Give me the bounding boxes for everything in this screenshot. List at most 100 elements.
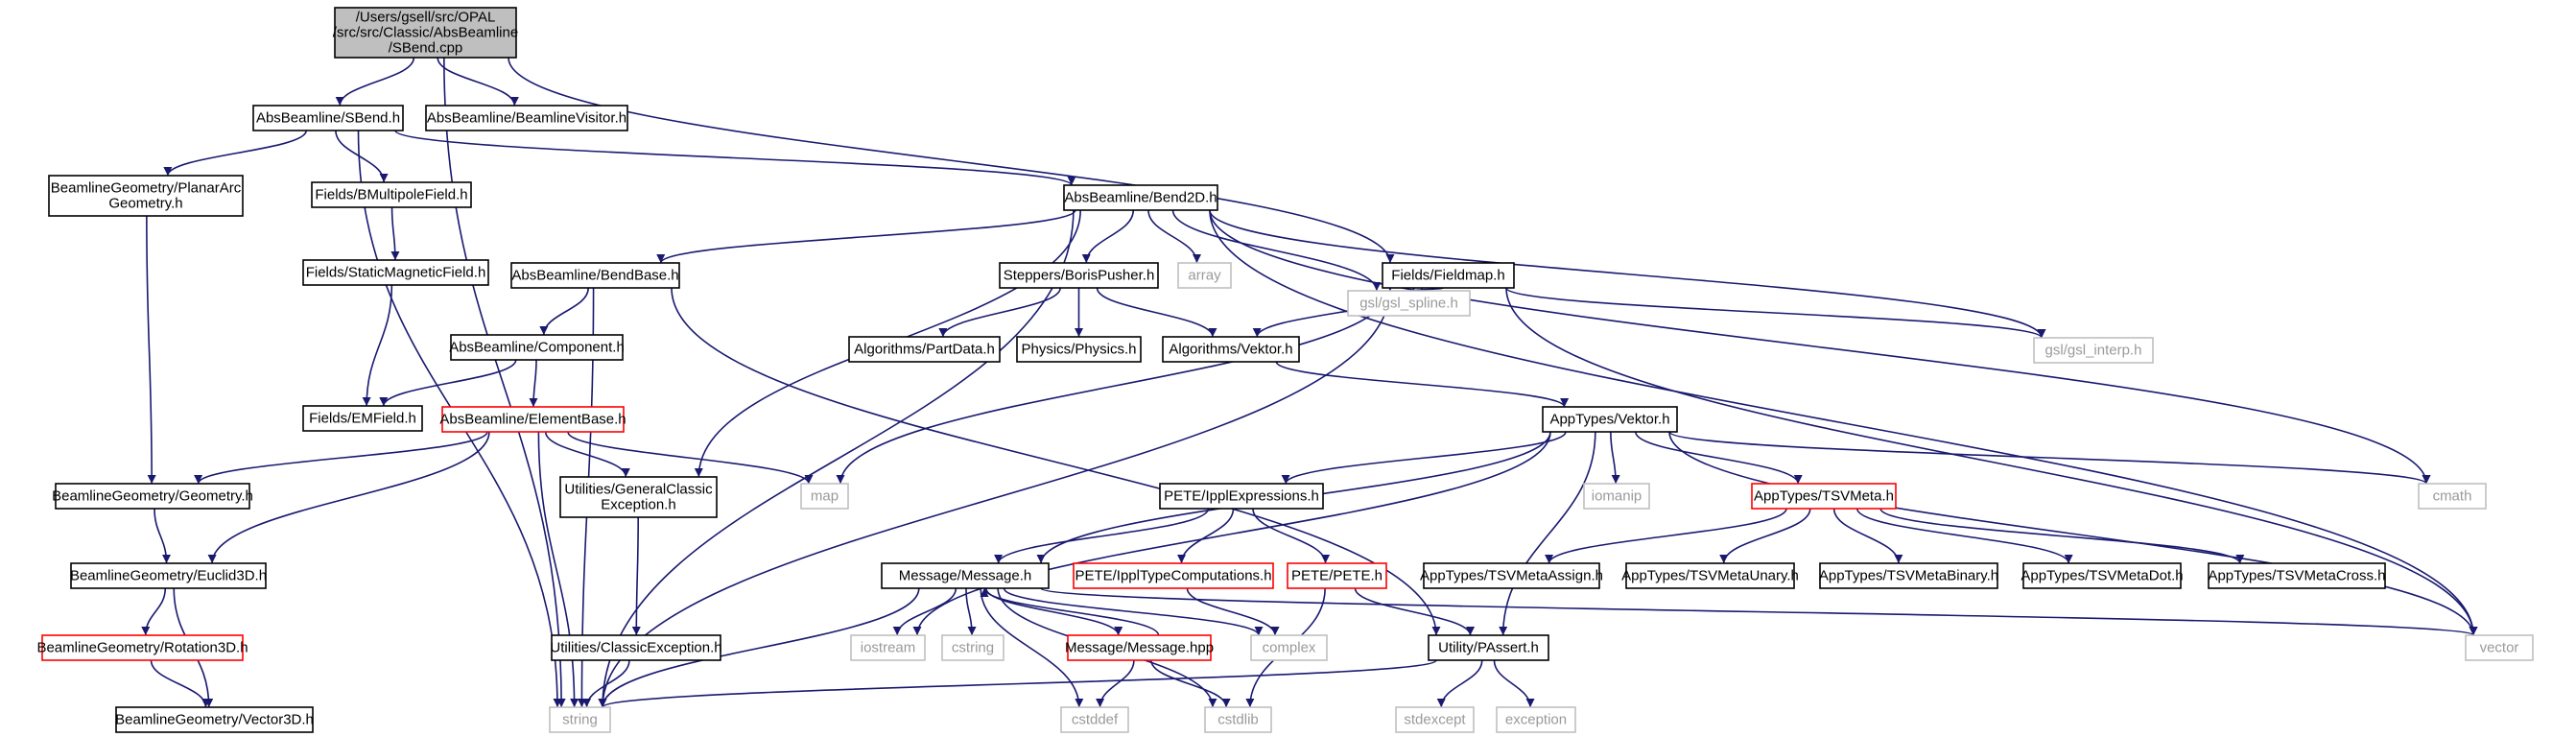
node-component-h[interactable]: AbsBeamline/Component.h	[449, 334, 625, 361]
node-partdata-h[interactable]: Algorithms/PartData.h	[848, 336, 1001, 363]
node-string[interactable]: string	[549, 706, 611, 733]
node-visitor-h[interactable]: AbsBeamline/BeamlineVisitor.h	[425, 105, 628, 131]
node-label: cstring	[952, 640, 994, 656]
node-sbend-h[interactable]: AbsBeamline/SBend.h	[252, 105, 404, 131]
node-borispusher-h[interactable]: Steppers/BorisPusher.h	[999, 262, 1159, 289]
node-box	[450, 334, 624, 361]
node-label: /src/src/Classic/AbsBeamline	[333, 25, 518, 41]
node-pete-h[interactable]: PETE/PETE.h	[1287, 562, 1387, 589]
node-box	[1063, 184, 1218, 211]
node-label: Algorithms/Vektor.h	[1169, 342, 1292, 358]
edge-component-h-to-elementbase-h	[529, 359, 538, 408]
node-label: AbsBeamline/Component.h	[449, 340, 625, 356]
node-cstddef[interactable]: cstddef	[1060, 706, 1129, 733]
edge-planararc-h-to-geometry-h	[146, 215, 156, 485]
node-apptypesvektor-h[interactable]: AppTypes/Vektor.h	[1542, 406, 1678, 433]
node-map[interactable]: map	[800, 483, 849, 510]
edge-root-to-sbend-h	[335, 57, 415, 107]
node-vector3d-h[interactable]: BeamlineGeometry/Vector3D.h	[115, 706, 314, 733]
node-box	[252, 105, 404, 131]
node-gsl-interp[interactable]: gsl/gsl_interp.h	[2033, 337, 2154, 364]
node-iostream[interactable]: iostream	[850, 634, 926, 661]
node-box	[1073, 562, 1274, 589]
edge-message-h-to-cstring	[965, 587, 977, 636]
node-box	[115, 706, 314, 733]
node-label: PETE/IpplTypeComputations.h	[1075, 568, 1271, 584]
node-cstdlib[interactable]: cstdlib	[1204, 706, 1272, 733]
edge-apptypesvektor-h-to-iomanip	[1610, 431, 1620, 485]
node-gsl-spline[interactable]: gsl/gsl_spline.h	[1347, 290, 1471, 317]
edge-rotation3d-h-to-vector3d-h	[150, 659, 210, 708]
node-label: Algorithms/PartData.h	[854, 342, 995, 358]
node-cstring[interactable]: cstring	[941, 634, 1004, 661]
node-elementbase-h[interactable]: AbsBeamline/ElementBase.h	[439, 406, 626, 433]
node-box	[999, 262, 1159, 289]
edge-classicexc-h-to-string	[582, 659, 630, 708]
node-box	[1016, 336, 1142, 363]
node-label: BeamlineGeometry/Rotation3D.h	[36, 640, 248, 656]
node-exception[interactable]: exception	[1496, 706, 1576, 733]
edge-elementbase-h-to-string	[537, 431, 579, 708]
node-box	[48, 175, 244, 217]
node-stdexcept[interactable]: stdexcept	[1395, 706, 1475, 733]
node-staticmag-h[interactable]: Fields/StaticMagneticField.h	[302, 259, 489, 286]
node-vector[interactable]: vector	[2465, 634, 2534, 661]
edge-passert-h-to-string	[598, 659, 1437, 708]
node-euclid3d-h[interactable]: BeamlineGeometry/Euclid3D.h	[70, 562, 267, 589]
node-passert-h[interactable]: Utility/PAssert.h	[1428, 634, 1549, 661]
node-ippltypecomp-h[interactable]: PETE/IpplTypeComputations.h	[1073, 562, 1274, 589]
node-tsvdot-h[interactable]: AppTypes/TSVMetaDot.h	[2021, 562, 2184, 589]
node-ipplexpr-h[interactable]: PETE/IpplExpressions.h	[1159, 483, 1324, 510]
node-bendbase-h[interactable]: AbsBeamline/BendBase.h	[510, 262, 680, 289]
node-iomanip[interactable]: iomanip	[1583, 483, 1650, 510]
node-rotation3d-h[interactable]: BeamlineGeometry/Rotation3D.h	[36, 634, 248, 661]
edge-bend2d-h-to-cmath	[1209, 209, 2431, 485]
edge-tsvmeta-h-to-tsvbinary-h	[1832, 508, 1903, 564]
node-box	[559, 476, 718, 518]
node-tsvassign-h[interactable]: AppTypes/TSVMetaAssign.h	[1420, 562, 1603, 589]
node-array[interactable]: array	[1177, 262, 1232, 289]
node-label: AbsBeamline/SBend.h	[256, 110, 400, 127]
node-label: AbsBeamline/ElementBase.h	[439, 412, 626, 428]
node-label: AppTypes/TSVMetaAssign.h	[1420, 568, 1603, 584]
node-root[interactable]: /Users/gsell/src/OPAL/src/src/Classic/Ab…	[333, 7, 518, 59]
node-label: AbsBeamline/Bend2D.h	[1064, 190, 1217, 206]
node-box	[1395, 706, 1475, 733]
node-box	[2465, 634, 2534, 661]
node-label: iostream	[861, 640, 916, 656]
node-tsvbinary-h[interactable]: AppTypes/TSVMetaBinary.h	[1819, 562, 1998, 589]
node-box	[881, 562, 1050, 589]
node-complex[interactable]: complex	[1250, 634, 1328, 661]
edge-bmultipole-h-to-staticmag-h	[390, 206, 400, 261]
edge-geometry-h-to-euclid3d-h	[154, 508, 172, 564]
node-emfield-h[interactable]: Fields/EMField.h	[302, 405, 423, 432]
edge-elementbase-h-to-genclassicexc-h	[544, 431, 630, 478]
node-message-h[interactable]: Message/Message.h	[881, 562, 1050, 589]
node-geometry-h[interactable]: BeamlineGeometry/Geometry.h	[52, 483, 253, 510]
node-box	[1625, 562, 1795, 589]
edge-apptypesvektor-h-to-iostream	[912, 431, 1551, 636]
node-cmath[interactable]: cmath	[2418, 483, 2487, 510]
node-physics-h[interactable]: Physics/Physics.h	[1016, 336, 1142, 363]
node-algvektor-h[interactable]: Algorithms/Vektor.h	[1162, 336, 1300, 363]
node-tsvunary-h[interactable]: AppTypes/TSVMetaUnary.h	[1621, 562, 1799, 589]
node-bend2d-h[interactable]: AbsBeamline/Bend2D.h	[1063, 184, 1218, 211]
node-bmultipole-h[interactable]: Fields/BMultipoleField.h	[311, 181, 472, 208]
edge-message-hpp-to-cstddef	[1096, 659, 1135, 708]
node-box	[1382, 262, 1515, 289]
node-box	[302, 259, 489, 286]
edge-apptypesvektor-h-to-ipplexpr-h	[1281, 431, 1567, 485]
node-box	[2208, 562, 2386, 589]
node-fieldmap-h[interactable]: Fields/Fieldmap.h	[1382, 262, 1515, 289]
node-message-hpp[interactable]: Message/Message.hpp	[1065, 634, 1214, 661]
node-label: gsl/gsl_interp.h	[2045, 343, 2142, 359]
node-tsvmeta-h[interactable]: AppTypes/TSVMeta.h	[1751, 483, 1897, 510]
node-label: Utilities/GeneralClassic	[564, 482, 713, 498]
node-tsvcross-h[interactable]: AppTypes/TSVMetaCross.h	[2208, 562, 2386, 589]
node-box	[1067, 634, 1212, 661]
edge-sbend-h-to-planararc-h	[163, 130, 307, 177]
node-classicexc-h[interactable]: Utilities/ClassicException.h	[550, 634, 722, 661]
node-box	[551, 634, 721, 661]
